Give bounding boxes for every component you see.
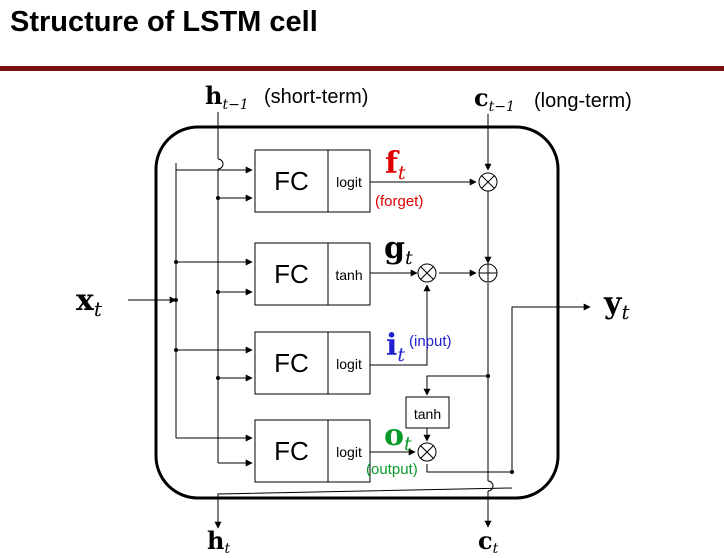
activation-label: logit xyxy=(336,174,362,190)
fc-block-candidate: FC tanh xyxy=(254,242,371,306)
fc-box xyxy=(254,419,329,483)
activation-label: logit xyxy=(336,356,362,372)
fc-label: FC xyxy=(274,166,309,196)
operators xyxy=(417,172,498,462)
h-prev-label: ht−1 xyxy=(205,81,249,113)
tanh-box xyxy=(405,396,450,429)
x-label: xt xyxy=(76,283,103,321)
fc-block-forget: FC logit xyxy=(254,149,371,213)
input-gate-note: (input) xyxy=(409,333,452,350)
candidate-symbol: gt xyxy=(384,231,413,269)
fc-label: FC xyxy=(274,436,309,466)
output-gate-note: (output) xyxy=(366,461,418,478)
c-prev-label: ct−1 xyxy=(474,83,515,115)
input-multiply-op xyxy=(417,263,437,283)
activation-label: tanh xyxy=(335,267,362,283)
activation-box xyxy=(327,149,371,213)
fc-box xyxy=(254,149,329,213)
activation-label: logit xyxy=(336,444,362,460)
output-multiply-op xyxy=(417,442,437,462)
c-out-label: ct xyxy=(478,526,499,557)
input-gate-symbol: it xyxy=(386,328,405,366)
output-gate-symbol: ot xyxy=(384,418,412,455)
forget-gate-note: (forget) xyxy=(375,193,423,210)
fc-box xyxy=(254,331,329,395)
fc-box xyxy=(254,242,329,306)
c-prev-note: (long-term) xyxy=(534,90,632,112)
activation-box xyxy=(327,419,371,483)
title-rule xyxy=(0,66,724,71)
add-op xyxy=(478,263,498,283)
fc-label: FC xyxy=(274,259,309,289)
fc-block-input: FC logit xyxy=(254,331,371,395)
h-out-label: ht xyxy=(207,526,230,557)
fc-block-output: FC logit xyxy=(254,419,371,483)
forget-multiply-op xyxy=(478,172,498,192)
activation-box xyxy=(327,242,371,306)
h-prev-note: (short-term) xyxy=(264,86,368,108)
junction-dots xyxy=(174,196,514,474)
fc-label: FC xyxy=(274,348,309,378)
slide-title: Structure of LSTM cell xyxy=(10,6,318,38)
activation-box xyxy=(327,331,371,395)
forget-gate-symbol: ft xyxy=(385,146,406,184)
y-label: yt xyxy=(603,286,630,324)
tanh-box-label: tanh xyxy=(414,406,441,422)
cell-outline xyxy=(154,125,560,500)
